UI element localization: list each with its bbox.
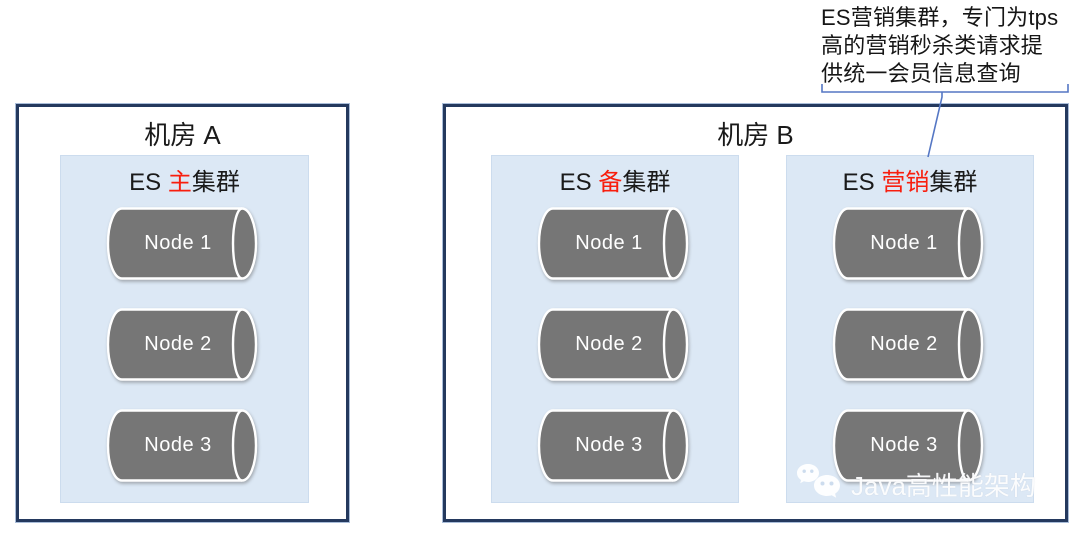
cluster-es-marketing-title: ES 营销集群 (842, 169, 978, 196)
room-a-box: 机房 A ES 主集群 Node 1 Node 2 Node 3 (16, 104, 349, 522)
node-label: Node 3 (144, 434, 212, 456)
node-label: Node 2 (575, 333, 643, 355)
room-b-title: 机房 B (717, 120, 794, 150)
node-cylinder: Node 1 (105, 206, 266, 281)
watermark-text: Java高性能架构 (851, 470, 1036, 501)
watermark: Java高性能架构 (796, 462, 1036, 506)
node-cylinder: Node 2 (105, 307, 266, 382)
room-a-title: 机房 A (144, 120, 221, 150)
node-label: Node 3 (575, 434, 643, 456)
cluster-es-backup-title: ES 备集群 (559, 169, 671, 196)
annotation-note-line: 供统一会员信息查询 (821, 61, 1021, 86)
node-label: Node 2 (870, 333, 938, 355)
node-cylinder: Node 3 (536, 408, 697, 483)
room-b-box: 机房 B ES 备集群 Node 1 Node 2 Node 3 ES 营销集群… (443, 104, 1068, 522)
node-cylinder: Node 3 (105, 408, 266, 483)
node-label: Node 1 (870, 232, 938, 254)
cluster-es-marketing: ES 营销集群 Node 1 Node 2 Node 3 (786, 155, 1034, 503)
cluster-es-primary: ES 主集群 Node 1 Node 2 Node 3 (60, 155, 309, 503)
node-cylinder: Node 1 (831, 206, 992, 281)
node-cylinder: Node 2 (536, 307, 697, 382)
annotation-note-line: ES营销集群，专门为tps (821, 5, 1059, 30)
node-label: Node 3 (870, 434, 938, 456)
wechat-icon (797, 464, 840, 498)
annotation-note-line: 高的营销秒杀类请求提 (821, 33, 1044, 58)
node-label: Node 1 (144, 232, 212, 254)
node-label: Node 1 (575, 232, 643, 254)
node-cylinder: Node 2 (831, 307, 992, 382)
node-cylinder: Node 3 (831, 408, 992, 483)
cluster-es-backup: ES 备集群 Node 1 Node 2 Node 3 (491, 155, 739, 503)
annotation-note: ES营销集群，专门为tps 高的营销秒杀类请求提 供统一会员信息查询 (821, 4, 1073, 88)
cluster-es-primary-title: ES 主集群 (129, 169, 240, 196)
node-cylinder: Node 1 (536, 206, 697, 281)
node-label: Node 2 (144, 333, 212, 355)
